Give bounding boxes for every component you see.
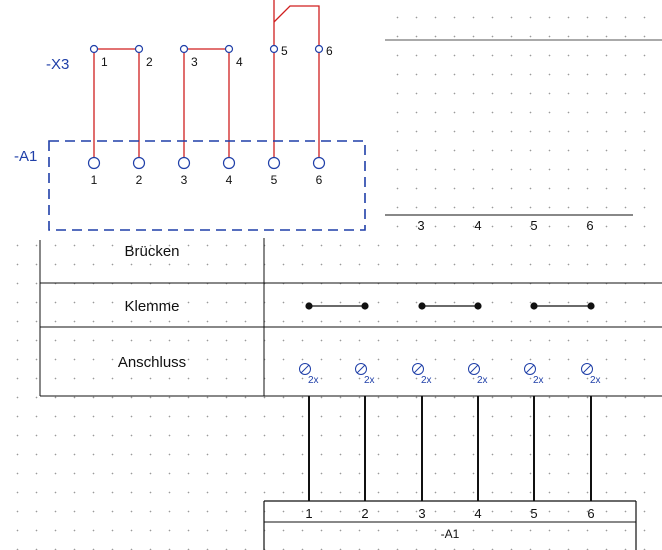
wire-6[interactable] (273, 5, 320, 162)
screw-connection-icon[interactable]: 2x (355, 363, 375, 387)
header-column-number: 4 (474, 218, 481, 233)
wiring (93, 0, 320, 162)
footer-column-number: 2 (361, 506, 368, 521)
device-terminal-point[interactable] (267, 156, 281, 170)
connection-count: 2x (421, 375, 432, 386)
wire-bridge-1-2[interactable] (93, 48, 140, 162)
strip-terminal-point[interactable] (134, 44, 144, 54)
device-terminal-number: 5 (271, 173, 278, 187)
device-frame[interactable] (48, 140, 366, 231)
connection-count: 2x (590, 375, 601, 386)
footer-column-number: 1 (305, 506, 312, 521)
footer-column-number: 5 (530, 506, 537, 521)
bridge-links (305, 302, 595, 310)
header-column-number: 6 (586, 218, 593, 233)
footer-leads (308, 396, 592, 501)
screw-connection-icon[interactable]: 2x (468, 363, 488, 387)
device-terminal-point[interactable] (177, 156, 191, 170)
bridge-point[interactable] (474, 302, 482, 310)
preview-background (0, 0, 385, 238)
strip-terminal-point[interactable] (179, 44, 189, 54)
wire-bridge-3-4[interactable] (183, 48, 230, 162)
row-label-terminal: Klemme (124, 298, 179, 315)
bridge-point[interactable] (418, 302, 426, 310)
header-lines: 3 4 5 6 (0, 37, 662, 233)
terminal-table: Brücken Klemme Anschluss 2x 2 (39, 232, 662, 501)
bridge-point[interactable] (530, 302, 538, 310)
strip-terminal-number: 3 (191, 55, 198, 69)
screw-connection-icon[interactable]: 2x (412, 363, 432, 387)
strip-terminal-point[interactable] (314, 44, 324, 54)
device-terminals: 1 2 3 4 5 6 (87, 156, 326, 187)
strip-terminal-point[interactable] (89, 44, 99, 54)
header-column-number: 5 (530, 218, 537, 233)
device-designation: -A1 (14, 148, 37, 165)
bridge-point[interactable] (361, 302, 369, 310)
strip-terminal-number: 6 (326, 44, 333, 58)
bridge-point[interactable] (305, 302, 313, 310)
footer-column-number: 6 (587, 506, 594, 521)
bridge-point[interactable] (587, 302, 595, 310)
strip-terminal-number: 4 (236, 55, 243, 69)
strip-terminal-number: 5 (281, 44, 288, 58)
device-terminal-point[interactable] (87, 156, 101, 170)
footer-column-number: 3 (418, 506, 425, 521)
device-terminal-point[interactable] (222, 156, 236, 170)
device-terminal-number: 2 (136, 173, 143, 187)
device-terminal-point[interactable] (312, 156, 326, 170)
connection-count: 2x (477, 375, 488, 386)
header-column-number: 3 (417, 218, 424, 233)
strip-terminal-point[interactable] (269, 44, 279, 54)
connection-count: 2x (308, 375, 319, 386)
strip-terminals: 1 2 3 4 5 6 (89, 44, 333, 69)
connection-count: 2x (533, 375, 544, 386)
strip-terminal-number: 1 (101, 55, 108, 69)
strip-designation: -X3 (46, 56, 69, 73)
row-label-connection: Anschluss (118, 354, 186, 371)
strip-terminal-number: 2 (146, 55, 153, 69)
device-terminal-number: 6 (316, 173, 323, 187)
connection-symbols: 2x 2x 2x 2x 2x (299, 363, 601, 387)
screw-connection-icon[interactable]: 2x (299, 363, 319, 387)
screw-connection-icon[interactable]: 2x (581, 363, 601, 387)
footer-device-bar: 1 2 3 4 5 6 -A1 (263, 500, 637, 550)
footer-device-label: -A1 (441, 527, 460, 541)
screw-connection-icon[interactable]: 2x (524, 363, 544, 387)
device-terminal-number: 1 (91, 173, 98, 187)
device-terminal-number: 4 (226, 173, 233, 187)
strip-terminal-point[interactable] (224, 44, 234, 54)
footer-column-number: 4 (474, 506, 481, 521)
device-terminal-number: 3 (181, 173, 188, 187)
device-terminal-point[interactable] (132, 156, 146, 170)
preview-panel: -X3 -A1 1 2 3 4 5 6 1 2 3 (0, 0, 385, 238)
row-label-bridges: Brücken (124, 243, 179, 260)
connection-count: 2x (364, 375, 375, 386)
